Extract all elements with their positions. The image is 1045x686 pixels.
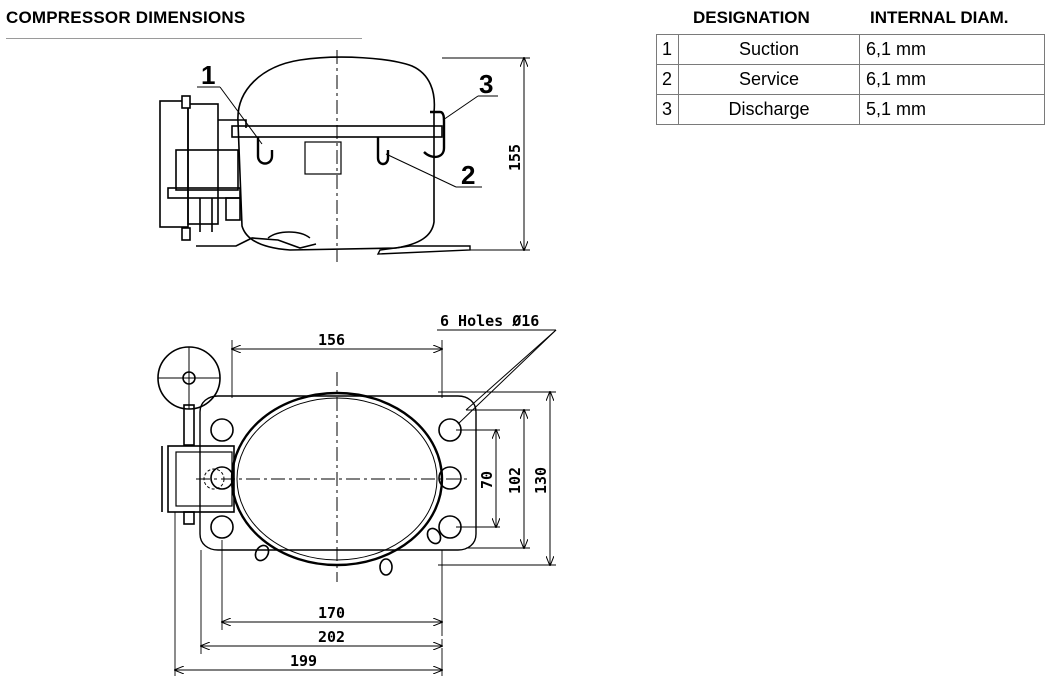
row-diameter: 6,1 mm	[859, 64, 1045, 95]
page-title: COMPRESSOR DIMENSIONS	[6, 8, 246, 27]
row-diameter: 5,1 mm	[859, 94, 1045, 125]
title-underline	[6, 38, 362, 39]
callout-2: 2	[461, 160, 475, 190]
dim-130: 130	[532, 467, 550, 494]
dim-202: 202	[318, 628, 345, 646]
callout-1: 1	[201, 60, 215, 90]
top-view	[157, 329, 557, 676]
callout-3: 3	[479, 69, 493, 99]
row-diameter: 6,1 mm	[859, 34, 1045, 65]
row-designation: Suction	[678, 34, 860, 65]
table-row: 2 Service 6,1 mm	[656, 64, 1045, 95]
dim-70: 70	[478, 471, 496, 489]
holes-label: 6 Holes Ø16	[440, 312, 539, 330]
dim-199: 199	[290, 652, 317, 670]
table-row: 1 Suction 6,1 mm	[656, 34, 1045, 65]
table-row: 3 Discharge 5,1 mm	[656, 94, 1045, 125]
dim-102: 102	[506, 467, 524, 494]
side-view	[159, 50, 530, 262]
dim-height-155: 155	[506, 144, 524, 171]
dim-170: 170	[318, 604, 345, 622]
designation-table: 1 Suction 6,1 mm 2 Service 6,1 mm 3 Disc…	[656, 34, 1045, 125]
row-designation: Discharge	[678, 94, 860, 125]
dim-156: 156	[318, 331, 345, 349]
header-designation: DESIGNATION	[693, 8, 810, 27]
header-internal-diam: INTERNAL DIAM.	[870, 8, 1009, 27]
callout-leaders	[197, 86, 498, 188]
